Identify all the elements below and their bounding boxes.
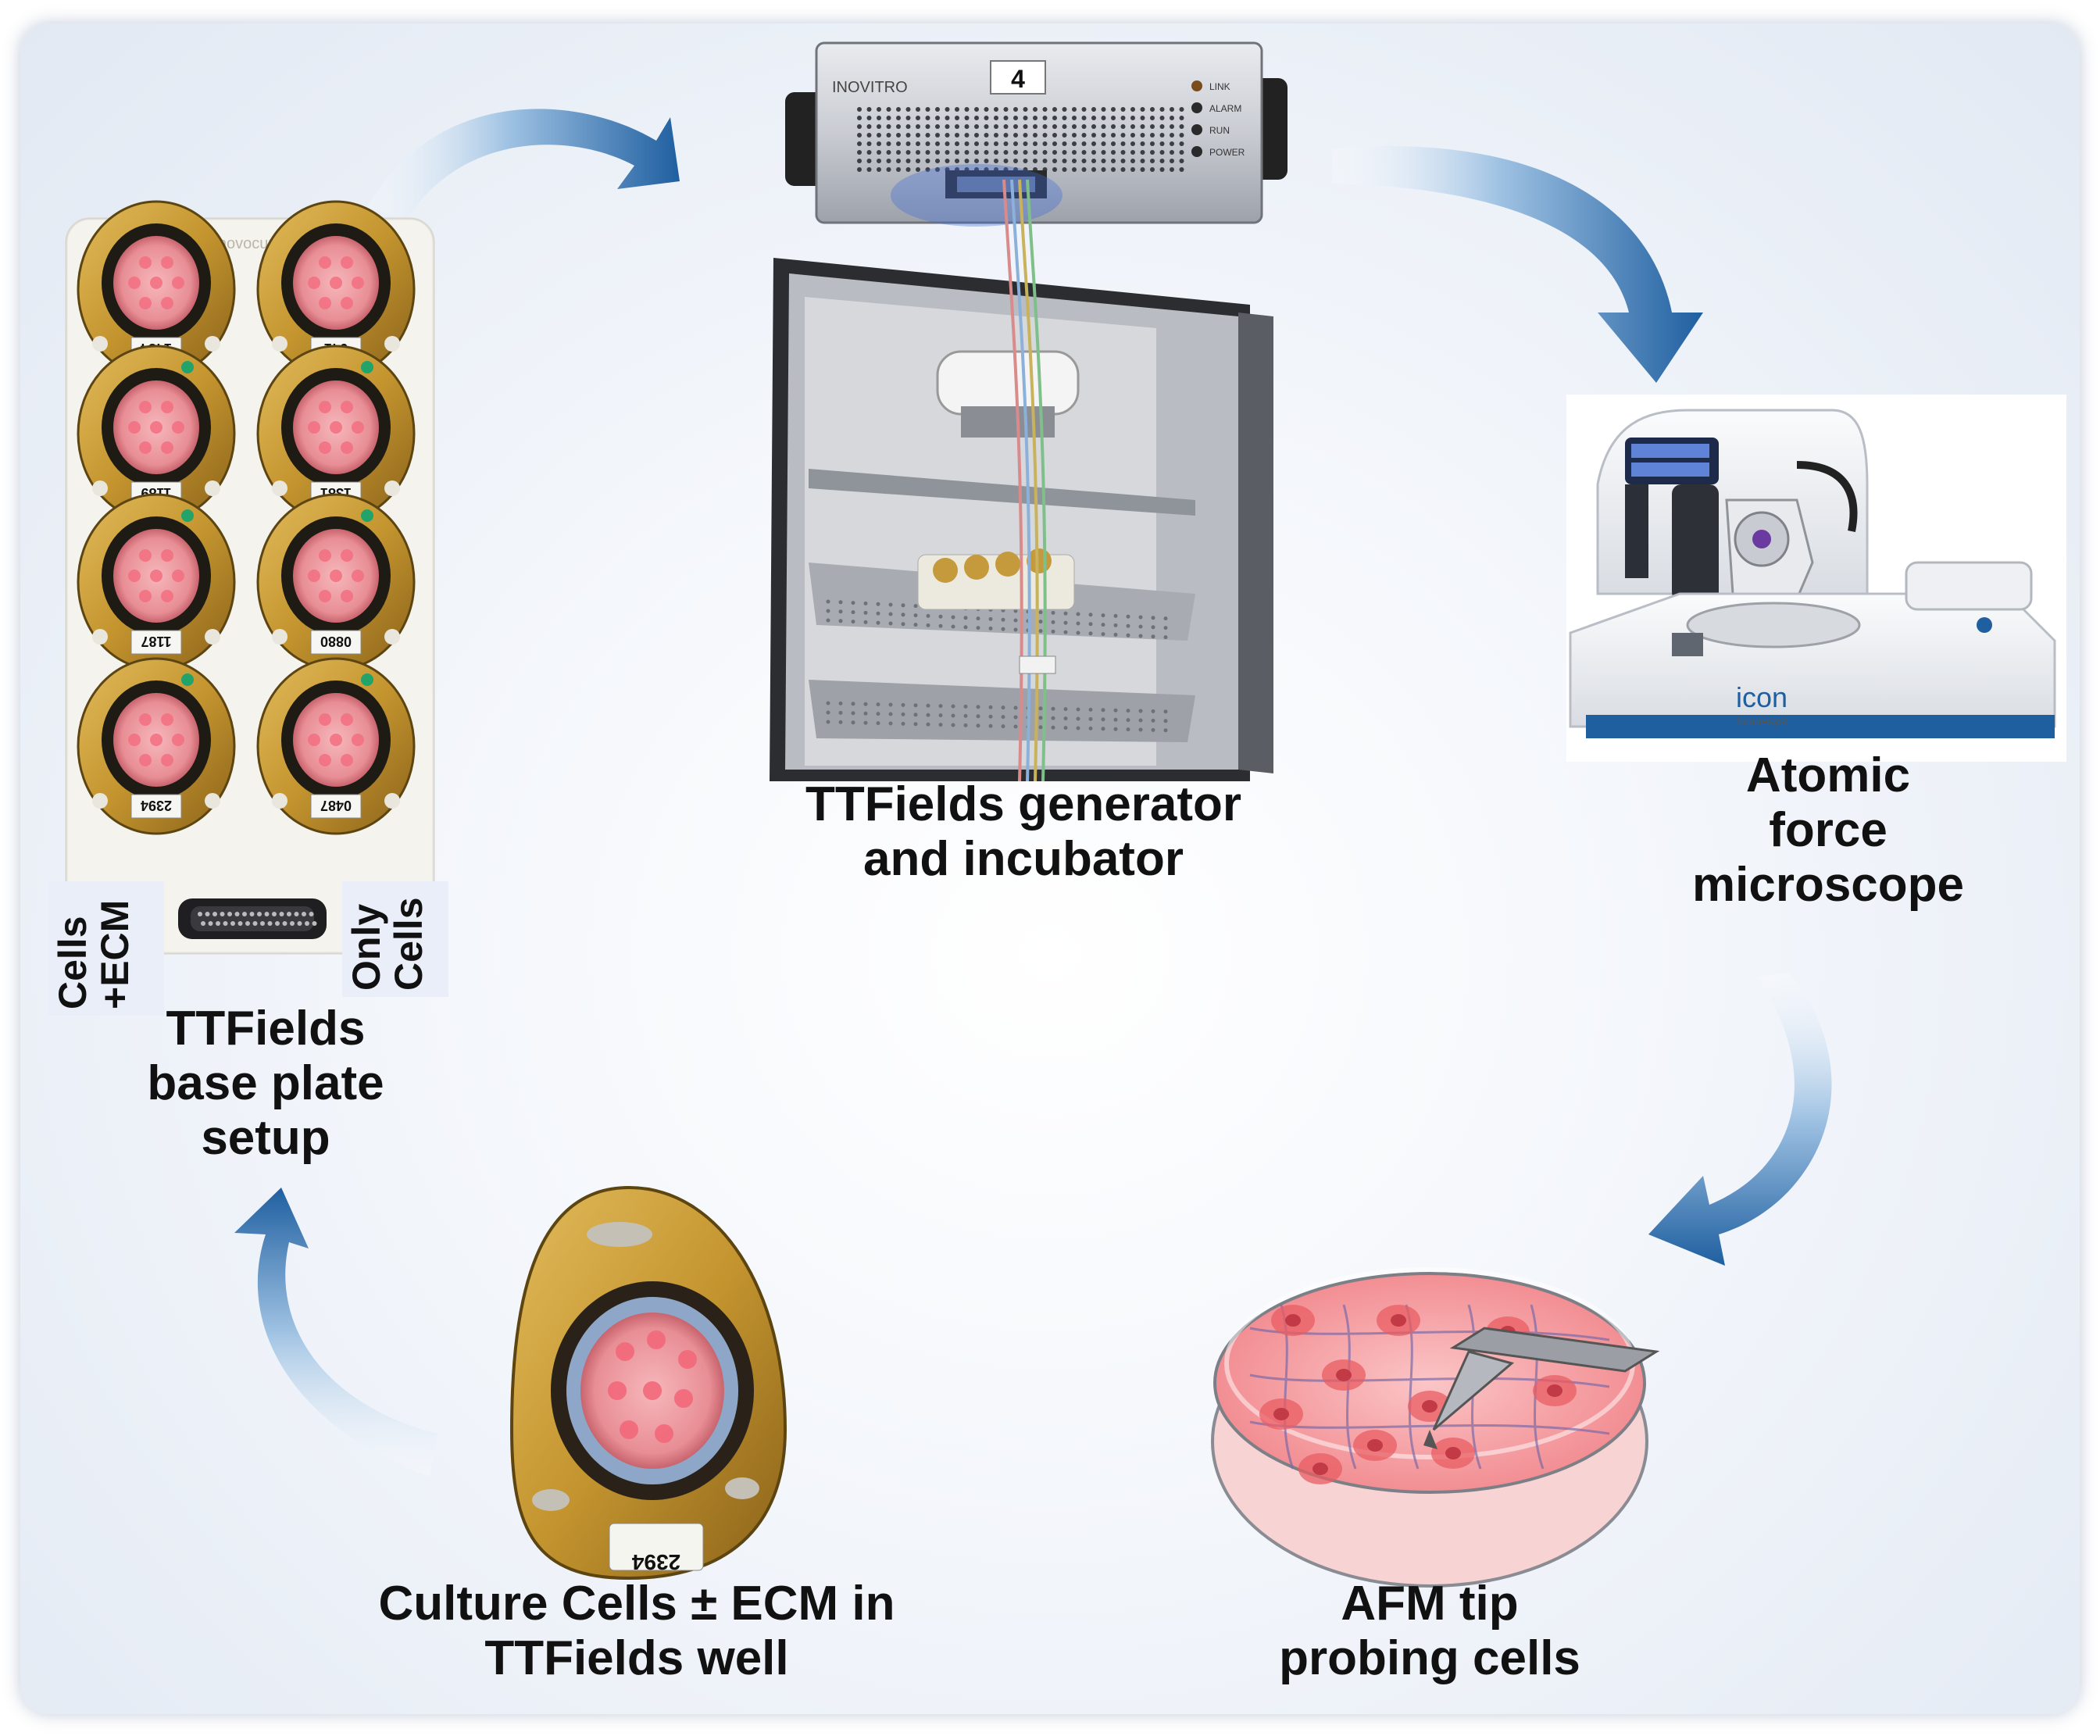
cell bbox=[1533, 1375, 1577, 1406]
generator-light-label: ALARM bbox=[1209, 103, 1241, 114]
label-generator-incubator: TTFields generator and incubator bbox=[805, 777, 1242, 886]
plate-well: 1187 bbox=[77, 493, 236, 671]
cell bbox=[1431, 1438, 1475, 1469]
cell bbox=[1298, 1453, 1342, 1484]
generator-light-label: RUN bbox=[1209, 125, 1230, 136]
arrow-culture-to-plate bbox=[234, 1188, 438, 1477]
generator-light-label: POWER bbox=[1209, 147, 1245, 158]
generator-device: 4 INOVITRO LINK ALARM RUN POWER bbox=[785, 41, 1288, 227]
base-plate-photo: novocure 1434941118913811187088023940487 bbox=[65, 200, 435, 955]
label-base-plate-setup: TTFields base plate setup bbox=[147, 1002, 384, 1165]
label-afm-tip-probing: AFM tip probing cells bbox=[1279, 1577, 1580, 1685]
generator-number: 4 bbox=[1011, 65, 1025, 93]
arrow-afm-to-tip bbox=[1648, 973, 1832, 1266]
cell bbox=[1353, 1430, 1397, 1461]
plate-well: 941 bbox=[256, 200, 416, 378]
plate-well: 0880 bbox=[256, 493, 416, 671]
culture-well-photo: 2394 bbox=[509, 1185, 788, 1581]
afm-brand: icon bbox=[1736, 681, 1788, 713]
cell bbox=[1377, 1305, 1420, 1336]
arrow-generator-to-afm bbox=[1332, 145, 1703, 383]
plate-tag-cells-ecm: Cells +ECM bbox=[48, 881, 164, 1016]
petri-dish-illustration bbox=[1211, 1267, 1660, 1588]
label-atomic-force-microscope: Atomic force microscope bbox=[1691, 748, 1965, 912]
plate-well-number: 2394 bbox=[141, 798, 172, 813]
plate-well: 0487 bbox=[256, 657, 416, 835]
label-culture-cells: Culture Cells ± ECM in TTFields well bbox=[378, 1577, 895, 1685]
plate-well-number: 0487 bbox=[320, 798, 352, 813]
generator-brand: INOVITRO bbox=[832, 79, 908, 96]
incubator-photo bbox=[770, 179, 1273, 782]
afm-microscope-photo: icon ScanAsyst bbox=[1566, 395, 2066, 762]
afm-sub-brand: ScanAsyst bbox=[1736, 715, 1788, 727]
plate-well: 1434 bbox=[77, 200, 236, 378]
cell bbox=[1259, 1398, 1303, 1430]
plate-tag-only-cells: Only Cells bbox=[342, 881, 448, 997]
generator-light-label: LINK bbox=[1209, 81, 1230, 92]
well-number-tag: 2394 bbox=[631, 1550, 680, 1574]
plate-well-number: 0880 bbox=[320, 634, 352, 649]
cell bbox=[1271, 1305, 1315, 1336]
arrow-plate-to-generator bbox=[367, 109, 680, 220]
plate-well: 2394 bbox=[77, 657, 236, 835]
cell bbox=[1322, 1359, 1366, 1391]
plate-well-number: 1187 bbox=[141, 634, 171, 649]
